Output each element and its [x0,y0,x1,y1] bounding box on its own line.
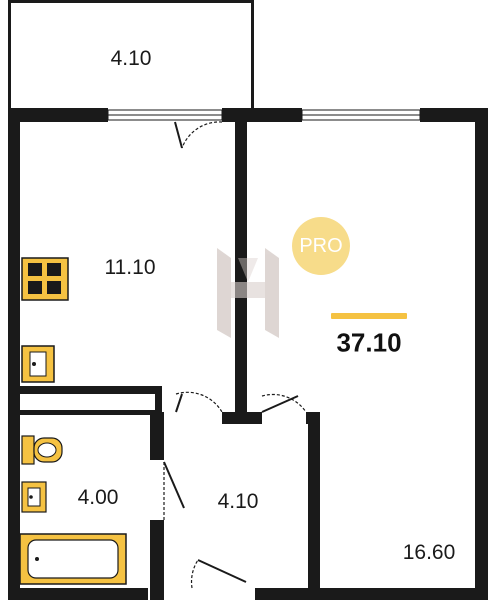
outer-wall-top-1 [8,108,108,122]
pro-badge: PRO [292,217,350,275]
wall-kitchen-living [235,122,247,422]
door-kitchen-hall [175,391,223,413]
room-area-hallway: 4.10 [217,490,259,513]
wall-bath-top [20,410,162,415]
outer-wall-bottom-2 [255,588,488,600]
outer-wall-bottom [8,588,148,600]
room-area-living-room: 16.60 [402,541,456,564]
walls [8,0,488,600]
wall-bath-hall-2 [150,520,164,600]
stove-icon [21,257,69,301]
fixtures [19,257,127,585]
toilet-icon [21,435,63,465]
door-entrance [190,559,247,589]
wall-kitchen-bottom-right [155,386,162,414]
outer-wall-left [8,108,20,600]
door-bathroom [163,461,185,520]
outer-wall-top-2 [222,108,302,122]
bathtub-icon [19,533,127,585]
bathroom-sink-icon [21,481,47,513]
total-area: 37.10 [336,327,402,358]
outer-wall-top-3 [420,108,488,122]
outer-wall-right [475,108,488,600]
room-area-bathroom: 4.00 [77,486,119,509]
balcony-wall-left [8,0,11,108]
balcony-wall-right [251,0,254,108]
sink-icon [21,345,55,383]
wall-bath-hall [150,412,164,460]
wall-hall-right [308,412,320,600]
windows [107,109,421,121]
pro-badge-text: PRO [299,234,343,257]
room-area-kitchen: 11.10 [104,256,156,279]
room-area-balcony: 4.10 [110,47,152,70]
total-area-accent-bar [331,313,407,319]
doors [163,121,307,589]
wall-hall-top [222,412,262,424]
door-balcony [174,121,223,149]
balcony-wall-top [8,0,254,3]
brand-logo-icon [217,248,279,338]
door-living-hall [261,393,307,413]
wall-kitchen-bottom [20,386,162,394]
